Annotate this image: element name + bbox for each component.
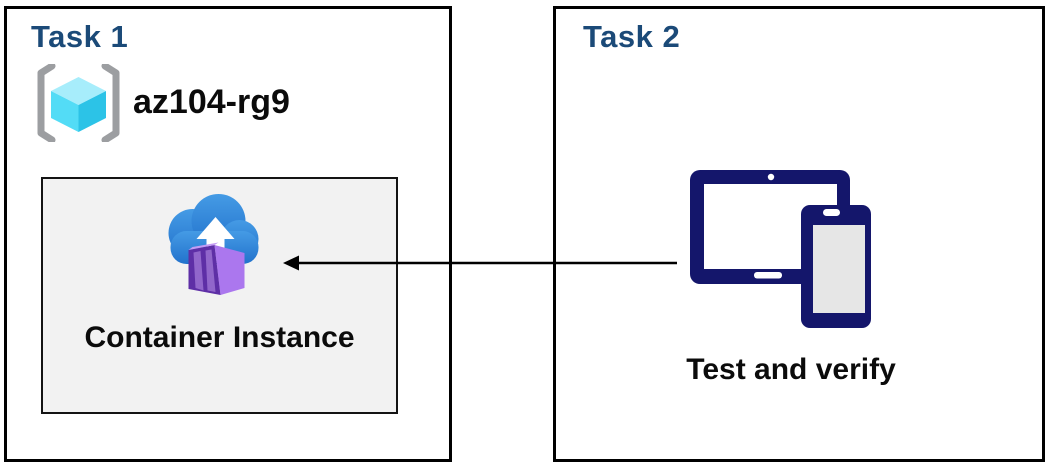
- cube-left-face: [51, 91, 79, 132]
- container-box-shape: [188, 242, 244, 295]
- resource-group-bracket-right: [101, 64, 120, 142]
- resource-group-bracket-left: [37, 64, 56, 142]
- container-panel-stripe: [205, 249, 215, 292]
- tablet-camera-dot: [767, 173, 775, 181]
- left-arrow-connector: [283, 255, 677, 271]
- container-instance-panel: Container Instance: [41, 177, 398, 414]
- upload-arrow-icon: [196, 217, 234, 263]
- test-and-verify-label: Test and verify: [686, 353, 896, 386]
- resource-group-icon: [37, 64, 120, 142]
- tablet-home-slot: [754, 272, 782, 279]
- resource-group-name: az104-rg9: [133, 83, 290, 121]
- phone-speaker-slot: [823, 209, 840, 216]
- arrow-head: [283, 255, 299, 271]
- container-top-rim: [188, 242, 218, 250]
- task2-box: Task 2 Test and verify: [553, 6, 1045, 462]
- container-side-face: [214, 245, 244, 295]
- task1-title: Task 1: [31, 19, 129, 54]
- cube-right-face: [78, 91, 106, 132]
- container-panel-stripe: [193, 251, 203, 291]
- phone-screen: [813, 225, 865, 313]
- container-instance-label: Container Instance: [84, 321, 355, 354]
- task2-title: Task 2: [583, 19, 681, 54]
- tablet-and-phone-icon: [690, 170, 871, 328]
- phone-icon: [801, 205, 871, 328]
- task1-box: Task 1 az104-rg9: [4, 6, 452, 462]
- container-instance-icon: [168, 194, 258, 295]
